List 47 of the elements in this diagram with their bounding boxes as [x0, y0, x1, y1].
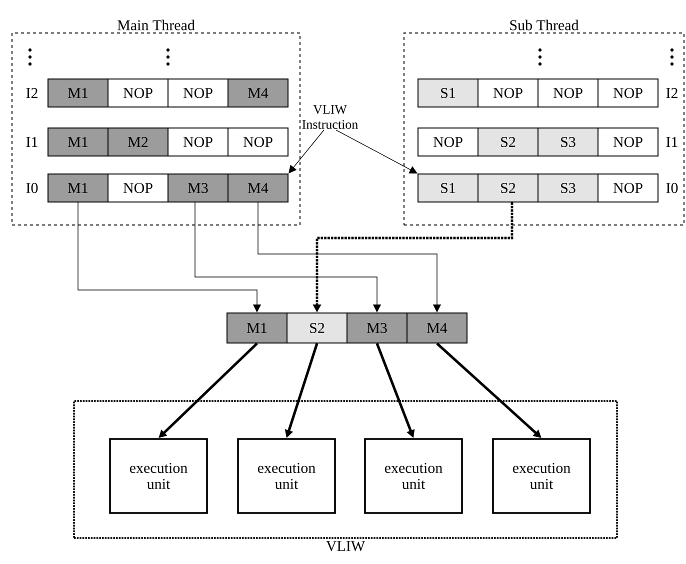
node-label: VLIW — [326, 541, 366, 552]
instruction-slot: NOP — [168, 78, 228, 108]
row-label: I0 — [26, 182, 38, 194]
instruction-slot: S2 — [478, 174, 538, 202]
instruction-slot: S2 — [478, 128, 538, 156]
instruction-slot: NOP — [538, 78, 598, 108]
leader-line — [288, 130, 324, 174]
arrow — [78, 202, 262, 312]
instruction-slot: NOP — [478, 78, 538, 108]
instruction-slot: S3 — [538, 128, 598, 156]
instruction-slot: M4 — [228, 78, 288, 108]
instruction-slot: NOP — [598, 174, 658, 202]
execution-unit-box: execution unit — [492, 438, 591, 514]
row-label: I1 — [26, 137, 38, 147]
row-label: I0 — [666, 182, 678, 194]
instruction-slot: NOP — [418, 128, 478, 156]
arrow — [258, 202, 442, 312]
execution-unit-box: execution unit — [109, 438, 208, 514]
instruction-slot: M2 — [108, 128, 168, 156]
instruction-slot: NOP — [168, 128, 228, 156]
instruction-slot: M4 — [406, 312, 468, 344]
callout-text: VLIW Instruction — [302, 105, 358, 129]
instruction-slot: M1 — [48, 78, 108, 108]
instruction-slot: NOP — [108, 174, 168, 202]
instruction-slot: M4 — [228, 174, 288, 202]
instruction-slot: M1 — [48, 128, 108, 156]
row-label: I2 — [26, 88, 38, 98]
instruction-slot: M3 — [168, 174, 228, 202]
instruction-slot: NOP — [228, 128, 288, 156]
instruction-slot: M3 — [346, 312, 408, 344]
instruction-slot: S3 — [538, 174, 598, 202]
instruction-slot: NOP — [108, 78, 168, 108]
node-label: Sub Thread — [510, 20, 579, 30]
instruction-slot: M1 — [226, 312, 288, 344]
instruction-slot: S1 — [418, 174, 478, 202]
execution-unit-box: execution unit — [364, 438, 463, 514]
instruction-slot: S1 — [418, 78, 478, 108]
node-label: Main Thread — [118, 20, 195, 30]
instruction-slot: M1 — [48, 174, 108, 202]
instruction-slot: NOP — [598, 78, 658, 108]
row-label: I1 — [666, 137, 678, 147]
execution-unit-box: execution unit — [237, 438, 336, 514]
arrow — [194, 202, 382, 312]
instruction-slot: NOP — [598, 128, 658, 156]
row-label: I2 — [666, 88, 678, 98]
leader-line — [336, 130, 418, 174]
instruction-slot: S2 — [286, 312, 348, 344]
